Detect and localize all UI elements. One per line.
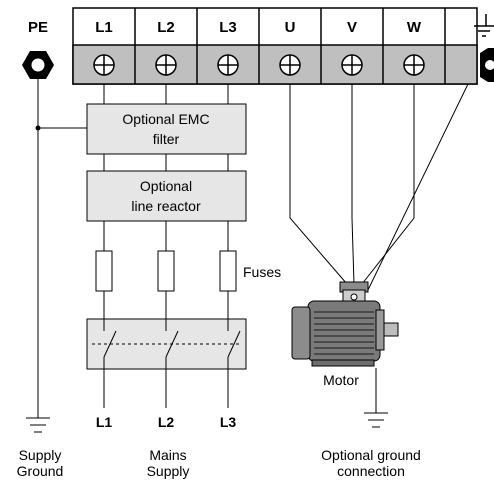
screw-terminal-icon xyxy=(217,54,239,76)
screw-terminal-icon xyxy=(93,54,115,76)
line-reactor-label-line1: Optional xyxy=(140,178,192,194)
fuse-icon xyxy=(219,250,237,292)
screw-terminal-icon xyxy=(279,54,301,76)
screw-terminal-icon xyxy=(403,54,425,76)
fuses-label: Fuses xyxy=(243,264,281,280)
mains-phase-l1: L1 xyxy=(96,414,113,430)
input-wires xyxy=(103,84,229,104)
supply-ground-icon xyxy=(26,417,50,433)
supply-ground-caption-line1: Supply xyxy=(19,447,62,463)
ground-nut-icon xyxy=(480,48,494,82)
terminal-label-l3: L3 xyxy=(219,19,237,36)
terminal-label-u: U xyxy=(285,19,296,36)
screw-terminal-icon xyxy=(341,54,363,76)
terminal-label-w: W xyxy=(407,19,422,36)
fuse-icon xyxy=(157,250,175,292)
filter-to-reactor-wires xyxy=(103,154,229,171)
emc-filter-label-line1: Optional EMC xyxy=(122,111,209,127)
pe-nut-icon xyxy=(22,51,54,79)
mains-phase-l3: L3 xyxy=(220,414,237,430)
screw-terminal-icon xyxy=(155,54,177,76)
terminal-label-v: V xyxy=(347,19,357,36)
terminal-label-l1: L1 xyxy=(95,19,113,36)
mains-wires xyxy=(103,369,229,408)
motor-icon xyxy=(291,281,399,367)
emc-filter-label-line2: filter xyxy=(153,131,180,147)
disconnect-switch xyxy=(86,318,247,370)
optional-ground-caption-line2: connection xyxy=(337,463,405,479)
motor-ground-icon xyxy=(364,412,388,428)
mains-supply-caption-line1: Mains xyxy=(149,447,186,463)
supply-ground-caption-line2: Ground xyxy=(17,463,64,479)
terminal-block: L1 L2 L3 U V W xyxy=(72,7,494,85)
fuse-icon xyxy=(95,250,113,292)
emc-filter-box: Optional EMC filter xyxy=(86,103,247,155)
reactor-to-fuse-wires xyxy=(103,221,229,251)
pe-label: PE xyxy=(28,19,48,36)
mains-phase-l2: L2 xyxy=(158,414,175,430)
line-reactor-label-line2: line reactor xyxy=(131,198,201,214)
optional-ground-caption-line1: Optional ground xyxy=(321,447,421,463)
ground-icon xyxy=(474,14,494,37)
terminal-label-l2: L2 xyxy=(157,19,175,36)
fuse-to-switch-wires xyxy=(103,291,229,319)
mains-supply-caption-line2: Supply xyxy=(147,463,190,479)
motor-wires xyxy=(289,83,469,293)
motor-label: Motor xyxy=(323,372,359,388)
line-reactor-box: Optional line reactor xyxy=(86,170,247,222)
